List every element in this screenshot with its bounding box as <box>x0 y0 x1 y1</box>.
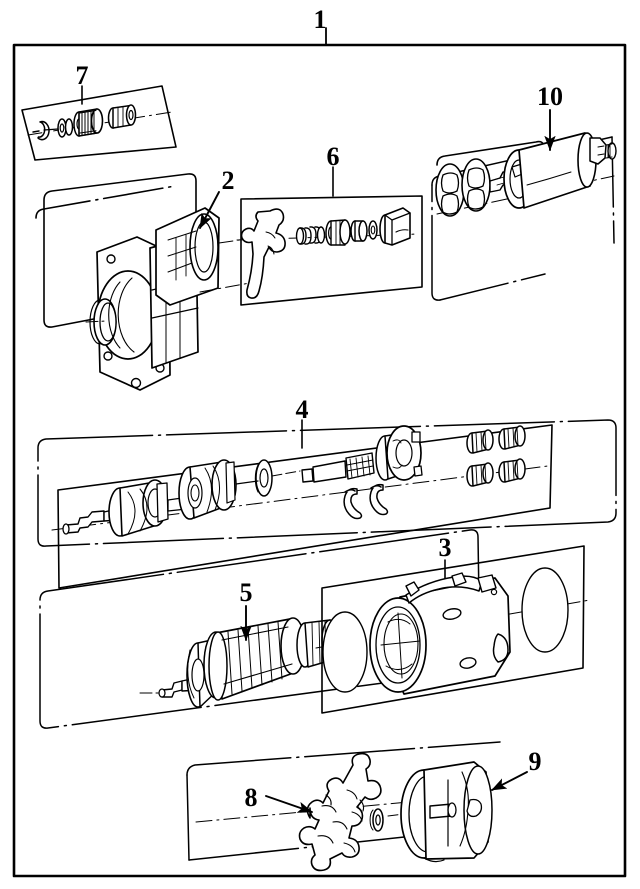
callout-label-7[interactable]: 7 <box>76 61 89 90</box>
part-8-small-washer <box>369 808 384 832</box>
callout-8-leader <box>265 795 313 813</box>
part-4-drive-clutch-components <box>62 425 526 537</box>
callout-label-10[interactable]: 10 <box>537 82 563 111</box>
callout-labels: 1 2 3 4 5 6 7 8 9 10 <box>76 5 564 812</box>
callout-9-leader <box>491 771 528 791</box>
part-10-solenoid-switch <box>435 132 617 217</box>
callout-label-2[interactable]: 2 <box>222 166 235 195</box>
callout-2-leader <box>199 191 220 229</box>
callout-label-8[interactable]: 8 <box>245 783 258 812</box>
part-6-shift-lever-and-plunger <box>240 207 411 299</box>
part-9-commutator-end-cover <box>387 761 493 863</box>
part-2-drive-end-housing <box>85 207 251 391</box>
panel-7-pinion-kit <box>21 85 177 161</box>
part-3-field-frame-yoke <box>322 567 569 695</box>
panel-4-outer <box>37 419 617 547</box>
outer-border-frame <box>12 43 627 878</box>
callout-label-5[interactable]: 5 <box>240 578 253 607</box>
part-8-brush-holder <box>298 752 382 872</box>
callout-label-3[interactable]: 3 <box>439 533 452 562</box>
callout-label-6[interactable]: 6 <box>327 142 340 171</box>
callout-label-4[interactable]: 4 <box>296 395 309 424</box>
callout-label-9[interactable]: 9 <box>529 747 542 776</box>
callout-label-1[interactable]: 1 <box>314 5 327 34</box>
